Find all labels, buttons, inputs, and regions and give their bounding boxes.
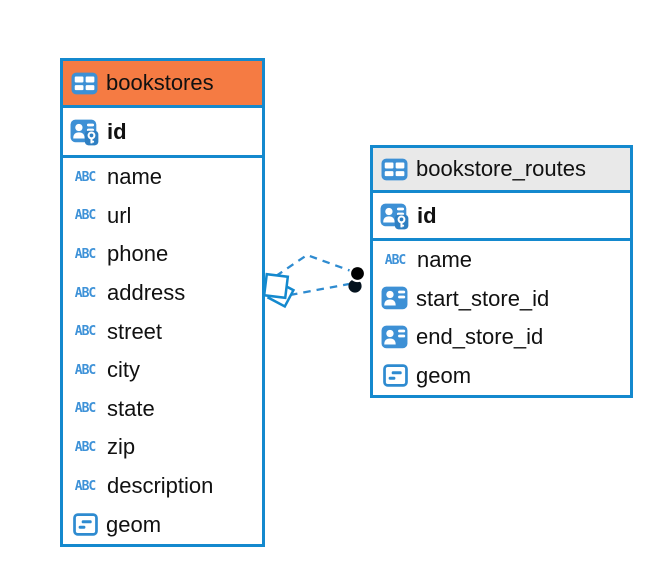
text-type-icon: ABC [74,362,96,379]
text-type-icon: ABC [74,246,96,263]
column-row-end-store-id[interactable]: end_store_id [381,318,630,357]
relationship-target-dots[interactable] [348,264,367,293]
primary-key-icon [380,202,409,230]
reference-type-icon [381,325,408,350]
column-name: street [107,318,163,344]
text-type-icon: ABC [74,400,96,417]
column-name: end_store_id [416,324,544,350]
column-row-address[interactable]: ABC address [71,274,262,313]
column-row-phone[interactable]: ABC phone [71,235,262,274]
column-row-start-store-id[interactable]: start_store_id [381,280,630,319]
column-name: id [107,118,127,144]
text-type-icon: ABC [74,478,96,494]
reference-type-icon [381,286,408,311]
geometry-type-icon [383,364,408,387]
column-row-city[interactable]: ABC city [71,351,262,390]
column-name: city [107,357,140,383]
column-name: geom [106,511,162,537]
relationship-dashed-lines[interactable] [275,253,352,297]
text-type-icon: ABC [74,439,96,456]
column-name: description [107,473,214,499]
relationship-line-upper[interactable] [275,253,352,277]
text-type-icon: ABC [74,208,96,224]
text-type-icon: ABC [74,285,96,301]
table-header-bookstore-routes[interactable]: bookstore_routes [373,148,630,193]
table-title: bookstores [106,70,214,95]
text-type-icon: ABC [74,169,96,186]
column-row-id[interactable]: id [63,108,262,158]
column-row-name[interactable]: ABC name [381,241,630,280]
endpoint-dot-upper[interactable] [351,267,364,280]
text-type-icon: ABC [74,323,96,340]
column-name: geom [416,362,472,388]
geometry-type-icon [73,513,98,536]
table-icon [381,158,408,181]
endpoint-dot-lower[interactable] [348,279,362,293]
column-row-description[interactable]: ABC description [71,467,262,506]
column-name: phone [107,241,169,267]
primary-key-icon [70,118,99,146]
column-row-name[interactable]: ABC name [71,158,262,197]
column-name: id [417,202,437,228]
column-row-geom[interactable]: geom [381,357,630,396]
column-name: state [107,395,155,421]
table-bookstores[interactable]: bookstores id ABC name ABC url ABC phone… [60,58,265,547]
column-row-zip[interactable]: ABC zip [71,428,262,467]
table-bookstore-routes[interactable]: bookstore_routes id ABC name start_store… [370,145,633,398]
column-name: address [107,280,186,306]
relationship-line-lower[interactable] [289,282,350,297]
column-name: name [417,247,473,273]
table-header-bookstores[interactable]: bookstores [63,61,262,108]
column-row-street[interactable]: ABC street [71,312,262,351]
column-name: zip [107,434,136,460]
text-type-icon: ABC [384,252,406,269]
column-list: ABC name ABC url ABC phone ABC address A… [63,158,262,544]
table-title: bookstore_routes [416,156,586,181]
column-row-id[interactable]: id [373,193,630,241]
column-list: ABC name start_store_id end_store_id geo… [373,241,630,395]
table-icon [71,72,98,95]
column-row-geom[interactable]: geom [71,505,262,544]
column-name: name [107,164,163,190]
column-row-url[interactable]: ABC url [71,197,262,236]
column-row-state[interactable]: ABC state [71,390,262,429]
column-name: url [107,202,132,228]
relationship-source-diamond[interactable] [262,272,296,309]
column-name: start_store_id [416,285,550,311]
